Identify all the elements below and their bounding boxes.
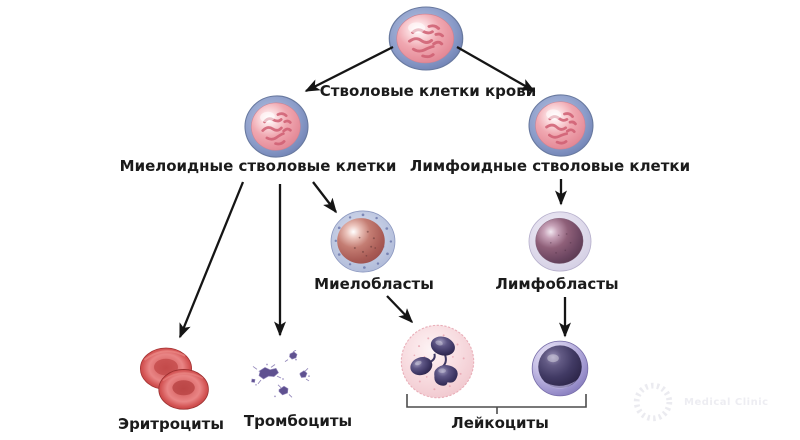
erythrocytes-image [134,344,214,414]
label-myeloid-stem: Миелоидные стволовые клетки [119,157,397,175]
lymphocyte-cell-image [531,340,589,397]
myeloblast-cell-image [329,209,397,274]
watermark: Medical Clinic [628,372,798,432]
lymphoblast-cell-image [527,210,593,273]
stem-cell-image [387,5,465,72]
thrombocytes-image [247,350,317,408]
label-myeloblasts: Миелобласты [314,275,434,293]
arrow-myeloid-to-erythrocytes [178,181,245,339]
label-stem-cells: Стволовые клетки крови [319,82,537,100]
myeloid-stem-cell-image [240,91,313,163]
arrow-myeloid-to-myeloblast [312,181,337,214]
watermark-wreath-icon [633,382,673,422]
label-thrombocytes: Тромбоциты [243,412,353,430]
label-erythrocytes: Эритроциты [118,415,224,433]
neutrophil-cell-image [399,323,476,400]
label-leukocytes: Лейкоциты [451,414,549,432]
arrow-myeloblast-to-leukocyte [386,295,414,324]
label-lymphoblasts: Лимфобласты [495,275,619,293]
watermark-text: Medical Clinic [684,396,769,408]
lymphoid-stem-cell-image [525,91,597,161]
label-lymphoid-stem: Лимфоидные стволовые клетки [409,157,691,175]
